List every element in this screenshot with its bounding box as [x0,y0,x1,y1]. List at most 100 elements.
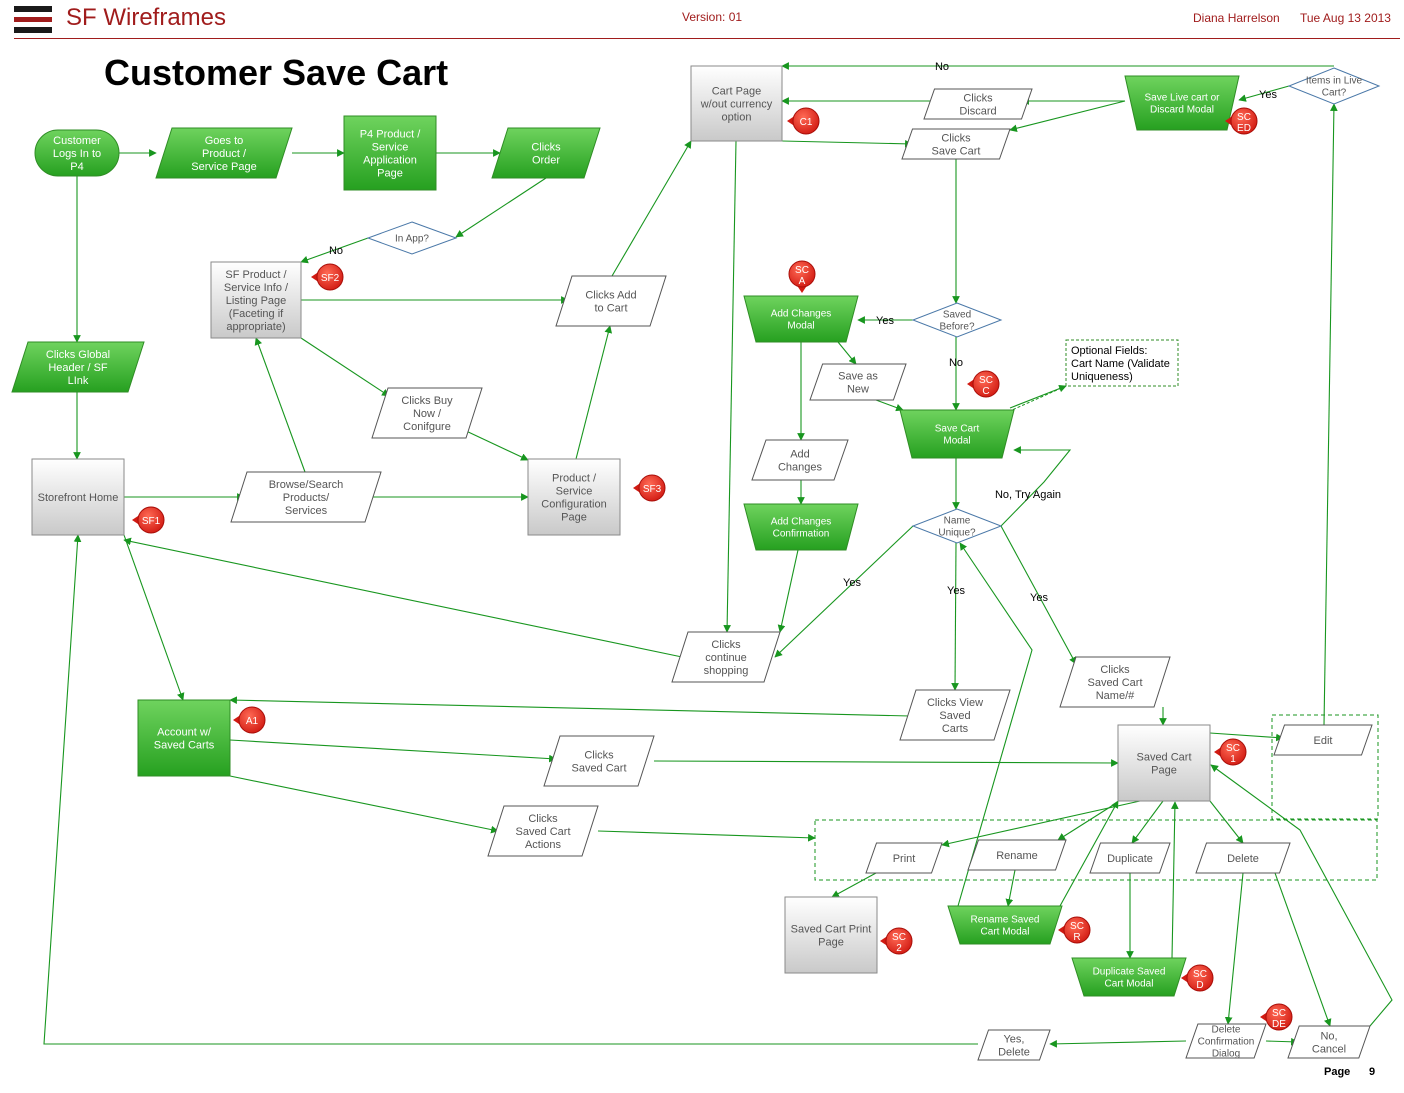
flow-edge [1224,872,1244,1025]
node-text: Delete [1227,853,1259,865]
badge-scc: SCC [967,370,1000,398]
node-text: Cancel [1312,1043,1346,1055]
badge-sca: SCA [788,260,816,293]
flow-edge [300,337,390,397]
edge-label-yes-saved: Yes [876,315,894,327]
badge-text: SC [795,265,809,276]
badge-text: DE [1272,1019,1286,1030]
edge-label-yes-right: Yes [1030,592,1048,604]
node-text: Clicks [941,132,971,144]
footer-page-number: 9 [1369,1066,1376,1078]
badge-text: 1 [1230,754,1236,765]
node-text: Saved Cart [515,826,570,838]
node-text: to Cart [594,302,627,314]
node-yes-delete: Yes,Delete [977,1029,1051,1061]
node-text: Yes, [1003,1033,1024,1045]
node-text: Logs In to [53,148,101,160]
node-text: Optional Fields: [1071,345,1147,357]
node-text: P4 [70,161,83,173]
node-text: Product / [552,472,597,484]
badge-sf2: SF2 [311,263,344,291]
node-text: Service Info / [224,282,289,294]
flow-edge [455,177,547,238]
node-delete: Delete [1195,842,1291,874]
flow-edge [463,429,529,461]
flow-edge [957,542,1033,907]
node-text: Confirmation [1198,1037,1255,1048]
node-text: Carts [942,723,969,735]
flow-edge [1209,800,1244,844]
node-text: Service [372,141,409,153]
node-text: Browse/Search [269,479,344,491]
flow-edge [1049,1039,1187,1048]
node-optional-fields: Optional Fields:Cart Name (ValidateUniqu… [1065,339,1179,387]
node-text: Service [556,485,593,497]
header-rule [14,38,1400,39]
node-text: option [722,111,752,123]
node-text: Save Live cart or [1144,93,1220,104]
badge-sc2: SC2 [880,927,913,955]
node-text: Save Cart [932,145,981,157]
flow-edge [1000,446,1072,527]
node-text: Goes to [205,135,244,147]
flow-edge [777,549,799,633]
node-text: In App? [395,234,429,245]
flow-edge [1005,869,1016,907]
node-text: Print [893,853,916,865]
flow-edge [1009,384,1067,409]
node-text: Saved Carts [154,739,215,751]
node-text: Modal [787,321,814,332]
node-text: Products/ [283,492,330,504]
menu-logo-icon [14,6,52,34]
node-text: Saved Cart Print [791,923,872,935]
edit-group-box [1271,714,1379,820]
badge-text: SC [1226,743,1240,754]
flow-edge [1131,800,1164,844]
node-text: Clicks Add [585,289,636,301]
node-text: Clicks Buy [401,395,453,407]
flow-edge [951,542,959,691]
version-label: Version: 01 [682,10,743,24]
flow-edge [1238,85,1290,102]
badge-text: SC [1272,1008,1286,1019]
badge-text: C1 [800,117,813,128]
badge-sf1: SF1 [132,506,165,534]
node-text: Cart Page [712,85,762,97]
node-text: Header / SF [48,362,108,374]
node-text: Cart Modal [1105,979,1154,990]
page-header: SF Wireframes Version: 01 Diana Harrelso… [0,0,1404,40]
node-text: Name [944,516,971,527]
actions-group-box [814,819,1378,881]
flow-edge [611,140,692,277]
node-text: Saved Cart [1087,677,1142,689]
node-text: Confirmation [773,529,830,540]
node-text: Discard [959,105,996,117]
node-text: Conifgure [403,421,451,433]
flow-edge [781,139,913,148]
node-account-saved: Account w/Saved Carts [137,699,231,777]
node-text: Saved [939,710,970,722]
node-text: Clicks View [927,697,983,709]
node-text: Name/# [1096,690,1135,702]
flow-edge [837,341,857,365]
node-text: Edit [1314,735,1333,747]
flow-edge [43,534,978,1045]
node-text: Page [377,167,403,179]
